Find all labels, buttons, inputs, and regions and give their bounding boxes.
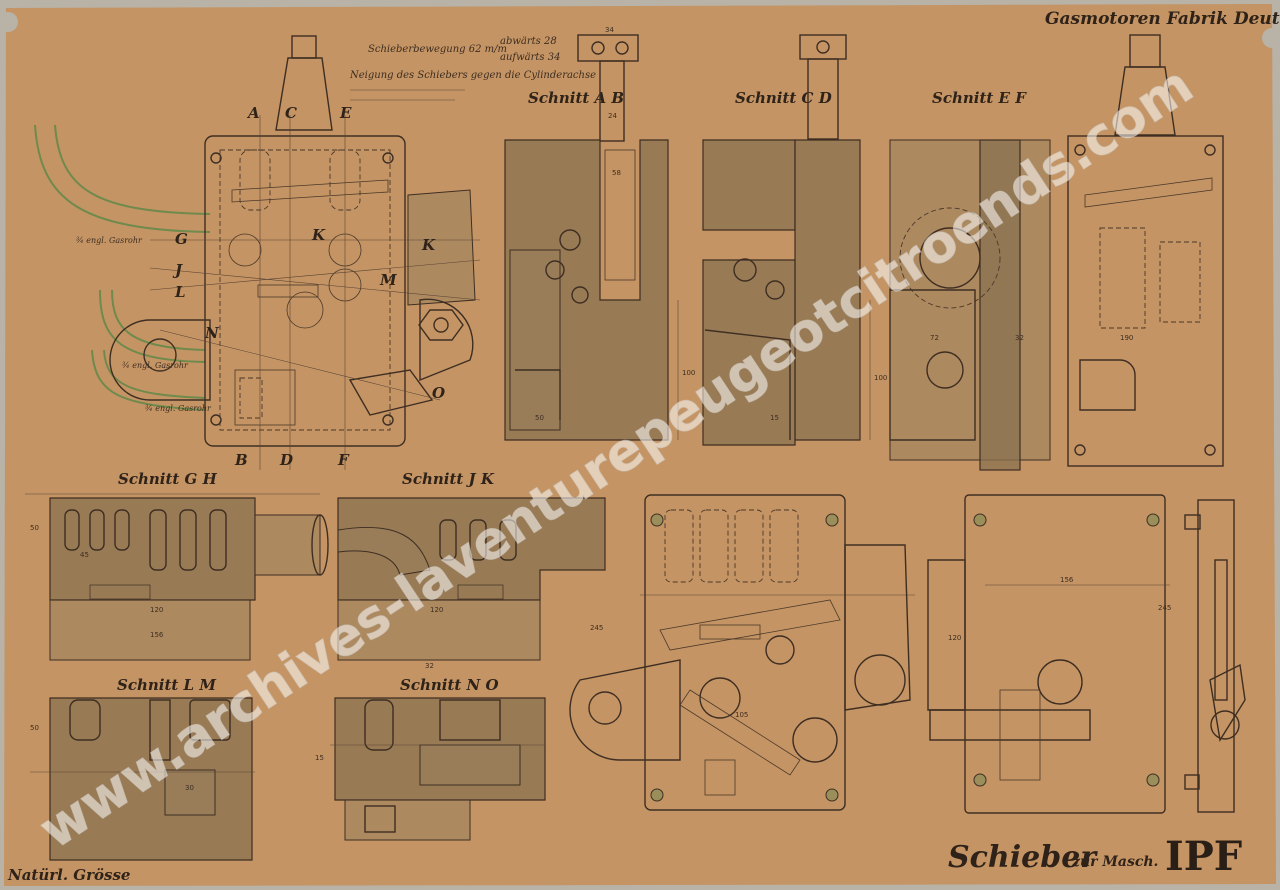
pipe-label: ¾ engl. Gasrohr [122, 361, 189, 370]
dimension: 120 [150, 606, 163, 614]
main-view-top-left: ¾ engl. Gasrohr ¾ engl. Gasrohr ¾ engl. … [34, 35, 481, 470]
pipe-label: ¾ engl. Gasrohr [145, 404, 212, 413]
section-title: Schnitt C D [735, 89, 832, 107]
note-up: aufwärts 34 [500, 52, 560, 63]
dimension: 32 [425, 662, 434, 670]
top-right-view: 190 [1067, 34, 1224, 467]
dimension: 50 [30, 724, 39, 732]
dimension: 50 [30, 524, 39, 532]
dimension: 100 [682, 369, 695, 377]
dimension: 190 [1120, 334, 1133, 342]
dimension: 50 [535, 414, 544, 422]
section-letter: L [174, 283, 186, 301]
section-letter: N [204, 324, 220, 342]
section-letter: G [175, 230, 188, 248]
section-letter: J [172, 261, 183, 279]
drawing-name: Schieber [948, 840, 1098, 875]
scale-note: Natürl. Grösse [7, 866, 130, 884]
dimension: 100 [874, 374, 887, 382]
section-title: Schnitt L M [117, 676, 216, 694]
section-letter: C [285, 104, 297, 122]
section-ab: Schnitt A B 100 34 24 58 50 [504, 26, 695, 441]
drawing-mark: IPF [1165, 833, 1242, 880]
dimension: 72 [930, 334, 939, 342]
notes: Schieberbewegung 62 m/m abwärts 28 aufwä… [349, 36, 596, 101]
section-letter: D [279, 451, 293, 469]
section-letter: F [337, 451, 350, 469]
section-jk: Schnitt J K 120 32 [337, 470, 606, 670]
dimension: 32 [1015, 334, 1024, 342]
section-title: Schnitt E F [932, 89, 1027, 107]
dimension: 24 [608, 112, 617, 120]
dimension: 45 [80, 551, 89, 559]
section-ef: Schnitt E F 72 32 [889, 89, 1051, 471]
dimension: 34 [605, 26, 614, 34]
note-down: abwärts 28 [500, 36, 557, 47]
pipe-label: ¾ engl. Gasrohr [76, 236, 143, 245]
dimension: 120 [430, 606, 443, 614]
section-title: Schnitt G H [118, 470, 218, 488]
section-no: Schnitt N O 15 [315, 676, 546, 841]
pin-hole [0, 12, 18, 32]
section-letter: K [311, 226, 326, 244]
dimension: 105 [735, 711, 748, 719]
section-letter: B [234, 451, 248, 469]
section-letter: A [246, 104, 260, 122]
drawing-subtitle: zur Masch. [1071, 854, 1158, 870]
pin-hole [1262, 28, 1280, 48]
plan-view-bottom-middle: 105 245 [569, 494, 915, 811]
dimension: 245 [590, 624, 603, 632]
company-title: Gasmotoren Fabrik Deut [1045, 9, 1280, 29]
view-bottom-right: 156 120 245 [927, 494, 1246, 814]
dimension: 15 [770, 414, 779, 422]
dimension: 120 [948, 634, 961, 642]
dimension: 156 [1060, 576, 1074, 584]
section-letter: K [421, 236, 436, 254]
section-title: Schnitt J K [402, 470, 495, 488]
section-letter: O [432, 384, 445, 402]
section-title: Schnitt N O [400, 676, 499, 694]
section-title: Schnitt A B [528, 89, 624, 107]
section-lm: Schnitt L M 30 50 [30, 676, 255, 861]
dimension: 30 [185, 784, 194, 792]
dimension: 58 [612, 169, 621, 177]
dimension: 245 [1158, 604, 1171, 612]
dimension: 156 [150, 631, 164, 639]
section-letter: E [339, 104, 352, 122]
dimension: 15 [315, 754, 324, 762]
section-gh: Schnitt G H 50 45 120 156 [25, 470, 329, 661]
section-letter: M [379, 271, 397, 289]
note-inclination: Neigung des Schiebers gegen die Cylinder… [349, 70, 596, 81]
note-stroke: Schieberbewegung 62 m/m [368, 44, 507, 55]
section-cd: Schnitt C D 100 15 [702, 34, 887, 446]
